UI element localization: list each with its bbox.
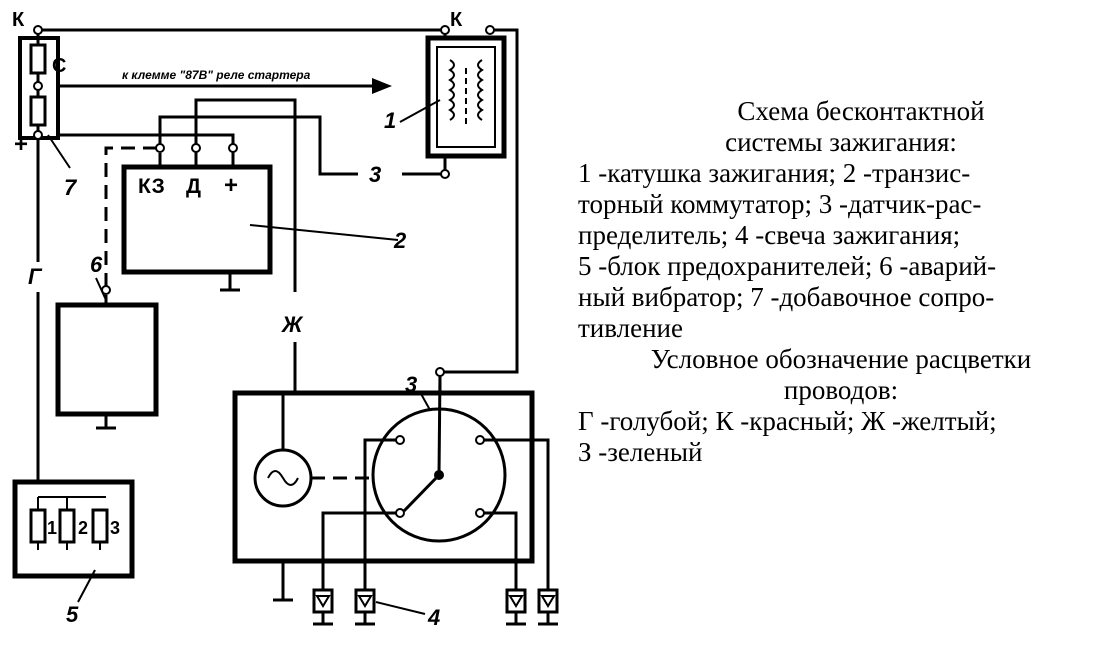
caption-title-1: Схема бесконтактной	[737, 96, 985, 126]
callout-7: 7	[64, 175, 78, 200]
wire-plus-comm	[38, 133, 235, 167]
wire-d	[158, 115, 358, 176]
caption-title-2: системы зажигания:	[725, 127, 957, 157]
transistor-commutator-2	[121, 164, 399, 275]
callout-2: 2	[393, 228, 407, 253]
terminal-k-left: К	[12, 9, 25, 31]
colors-title-1: Условное обозначение расцветки	[650, 344, 1032, 374]
terminal-kz: КЗ	[138, 175, 165, 198]
fuse-label-1: 1	[47, 518, 57, 538]
legend-line-5: ный вибратор; 7 -добавочное сопро-	[578, 282, 995, 312]
terminal-c: С	[52, 55, 66, 77]
terminal-plus-comm: +	[224, 172, 238, 199]
wire-label-g: Г	[28, 264, 43, 289]
fuse-label-2: 2	[78, 518, 88, 538]
resistor-7	[18, 36, 71, 169]
wire-kz-dashed	[104, 146, 162, 305]
terminal-plus-left: +	[14, 131, 28, 158]
fuse-label-3: 3	[110, 518, 120, 538]
legend-line-4: 5 -блок предохранителей; 6 -аварий-	[578, 251, 997, 281]
callout-3: 3	[405, 372, 417, 397]
callout-6: 6	[90, 252, 103, 277]
commutator-ground	[220, 272, 240, 292]
legend-line-6: тивление	[578, 313, 683, 343]
fuse-block-5	[12, 479, 135, 603]
legend-line-3: пределитель; 4 -свеча зажигания;	[578, 220, 961, 250]
emergency-vibrator-6	[55, 277, 159, 417]
colors-line-2: З -зеленый	[578, 437, 703, 467]
colors-line-1: Г -голубой; К -красный; Ж -желтый;	[578, 406, 997, 436]
legend-line-1: 1 -катушка зажигания; 2 -транзис-	[578, 158, 971, 188]
ignition-coil-1	[399, 35, 507, 159]
wire-label-z: 3	[369, 162, 381, 187]
arrow-label: к клемме "87В" реле стартера	[122, 68, 311, 82]
caption-block: Схема бесконтактной системы зажигания: 1…	[578, 96, 1104, 468]
arrow-head	[372, 78, 392, 94]
terminal-d: Д	[186, 175, 201, 198]
colors-title-2: проводов:	[783, 375, 899, 405]
legend-line-2: торный коммутатор; 3 -датчик-рас-	[578, 189, 982, 219]
callout-4: 4	[427, 605, 440, 630]
junction-dots	[33, 25, 495, 518]
spark-plugs-4	[312, 588, 559, 626]
wire-label-zh: Ж	[281, 312, 304, 337]
callout-1: 1	[384, 108, 396, 133]
callout-5: 5	[66, 602, 79, 627]
distributor-sensor-3	[232, 371, 550, 590]
terminal-k-right: К	[450, 9, 463, 31]
